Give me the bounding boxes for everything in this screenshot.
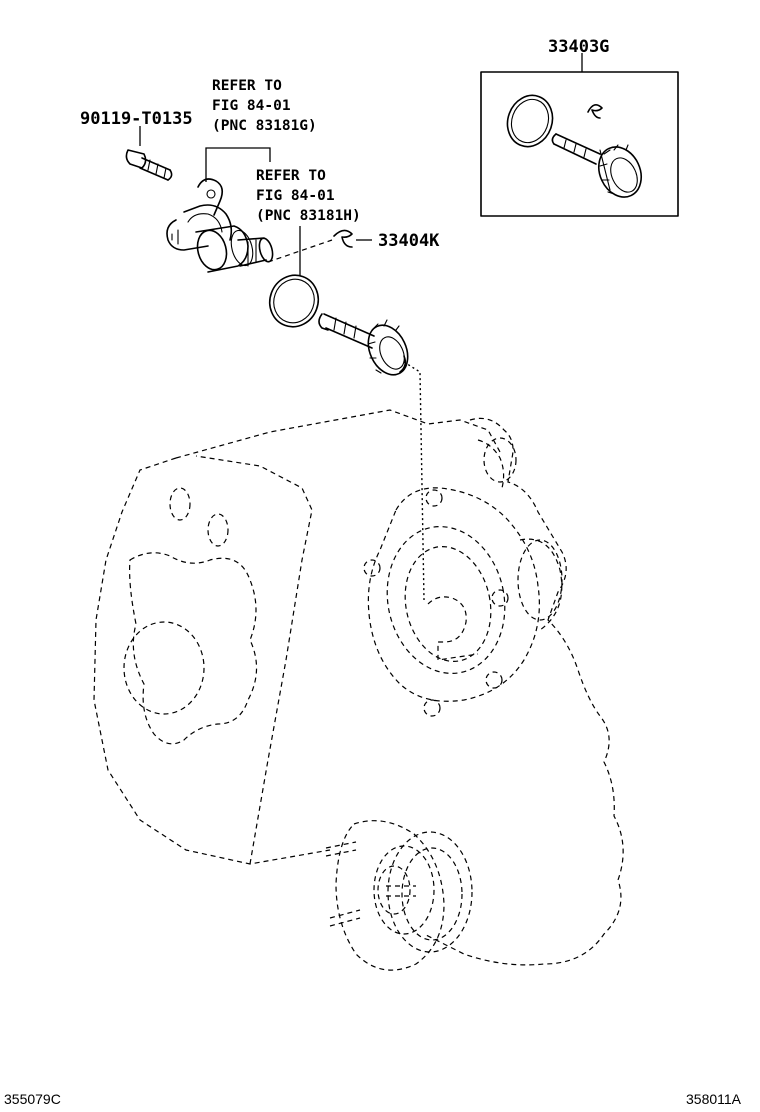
label-bolt: 90119-T0135: [80, 109, 193, 129]
bolt-90119-t0135: [125, 126, 173, 181]
note-h-line2: FIG 84-01: [256, 188, 335, 204]
note-refer-83181g: REFER TO FIG 84-01 (PNC 83181G): [212, 78, 317, 134]
kit-box-33403g: [480, 53, 679, 217]
driven-gear: [318, 313, 409, 376]
note-g-line2: FIG 84-01: [212, 98, 291, 114]
kit-driven-gear: [551, 133, 642, 198]
label-clip: 33404K: [378, 231, 440, 251]
footer-right-code: 358011A: [686, 1091, 742, 1107]
footer-left-code: 355079C: [4, 1091, 61, 1107]
assembly-axis: [403, 361, 425, 601]
note-refer-83181h: REFER TO FIG 84-01 (PNC 83181H): [256, 168, 361, 224]
note-h-line3: (PNC 83181H): [256, 208, 361, 224]
o-ring: [268, 274, 320, 328]
note-h-line1: REFER TO: [256, 168, 326, 184]
note-g-line1: REFER TO: [212, 78, 282, 94]
speed-sensor-assembly: [166, 178, 274, 273]
note-g-line3: (PNC 83181G): [212, 118, 317, 134]
label-kit: 33403G: [548, 37, 609, 57]
leader-83181g: [205, 147, 271, 182]
transfer-case-housing: [93, 409, 624, 971]
clip-33404k: [267, 229, 372, 263]
